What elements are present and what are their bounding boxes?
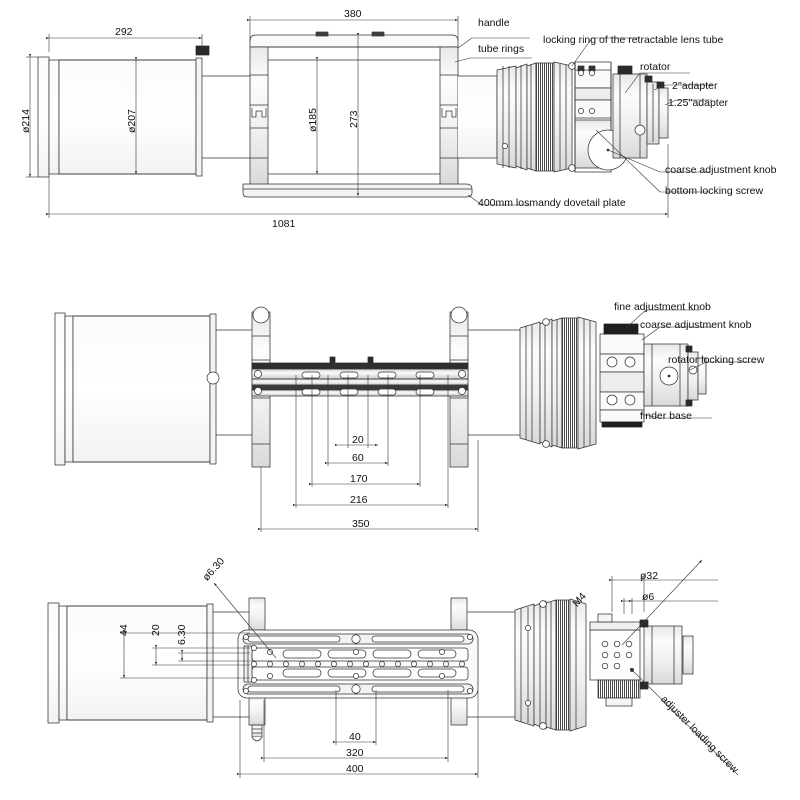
callout-coarse-knob-top: coarse adjustment knob — [665, 164, 777, 176]
dim-216: 216 — [350, 494, 368, 506]
bottom-view-leaders — [213, 559, 739, 776]
top-view-geometry — [26, 16, 712, 218]
dim-170: 170 — [350, 473, 368, 485]
dim-292: 292 — [115, 26, 133, 38]
callout-finder-base: finder base — [640, 410, 692, 422]
focuser-taper — [496, 62, 537, 172]
dim-630: 6.30 — [176, 624, 188, 645]
dim-d32: ø32 — [640, 570, 659, 582]
middle-view-geometry — [54, 306, 756, 532]
dim-60: 60 — [352, 452, 364, 464]
rotator-bottom — [639, 619, 694, 690]
dim-44: 44 — [118, 624, 130, 636]
dim-1081: 1081 — [272, 218, 296, 230]
dim-d6: ø6 — [642, 591, 655, 603]
callout-tube-rings: tube rings — [478, 43, 525, 55]
dovetail-plate-plan — [237, 629, 479, 699]
callout-125-adapter: 1.25''adapter — [668, 97, 729, 109]
callout-dovetail: 400mm losmandy dovetail plate — [478, 197, 626, 209]
dim-40: 40 — [349, 731, 361, 743]
callout-bottom-screw: bottom locking screw — [665, 185, 764, 197]
callout-coarse-knob-mid: coarse adjustment knob — [640, 319, 752, 331]
tube-ring-stubs-bottom — [248, 597, 468, 742]
finder-base-side — [599, 323, 645, 428]
callout-handle: handle — [478, 17, 510, 29]
tube-ring-right — [439, 46, 459, 188]
tube-ring-left — [249, 46, 269, 188]
middle-view-dimensions — [258, 375, 479, 532]
focuser-taper-bottom — [514, 599, 557, 731]
dim-273: 273 — [348, 110, 360, 128]
dim-380: 380 — [344, 8, 362, 20]
bottom-view-geometry — [47, 559, 739, 778]
dim-400: 400 — [346, 763, 364, 775]
dim-214: ø214 — [20, 109, 32, 133]
dim-207: ø207 — [126, 109, 138, 133]
dim-b20: 20 — [150, 624, 162, 636]
callout-locking-ring: locking ring of the retractable lens tub… — [543, 34, 724, 46]
dim-20: 20 — [352, 434, 364, 446]
dim-185: ø185 — [307, 108, 319, 132]
dovetail-rail-side — [251, 356, 469, 397]
finder-base-top — [574, 65, 612, 119]
dim-350: 350 — [352, 518, 370, 530]
callout-2-adapter: 2''adapter — [672, 80, 718, 92]
bottom-view-dimensions — [120, 576, 718, 778]
top-view-dimensions — [26, 16, 669, 218]
middle-view-leaders — [625, 309, 756, 419]
callout-rotator: rotator — [640, 61, 671, 73]
dim-320: 320 — [346, 747, 364, 759]
callout-fine-knob: fine adjustment knob — [614, 301, 711, 313]
callout-rotator-screw: rotator locking screw — [668, 354, 765, 366]
focuser-taper-side — [519, 317, 563, 449]
rotator-side — [643, 343, 707, 407]
rotator-top — [612, 65, 648, 159]
adapters-top — [644, 75, 669, 145]
top-view-leaders — [454, 37, 712, 206]
adjuster-block-bottom — [589, 613, 641, 707]
